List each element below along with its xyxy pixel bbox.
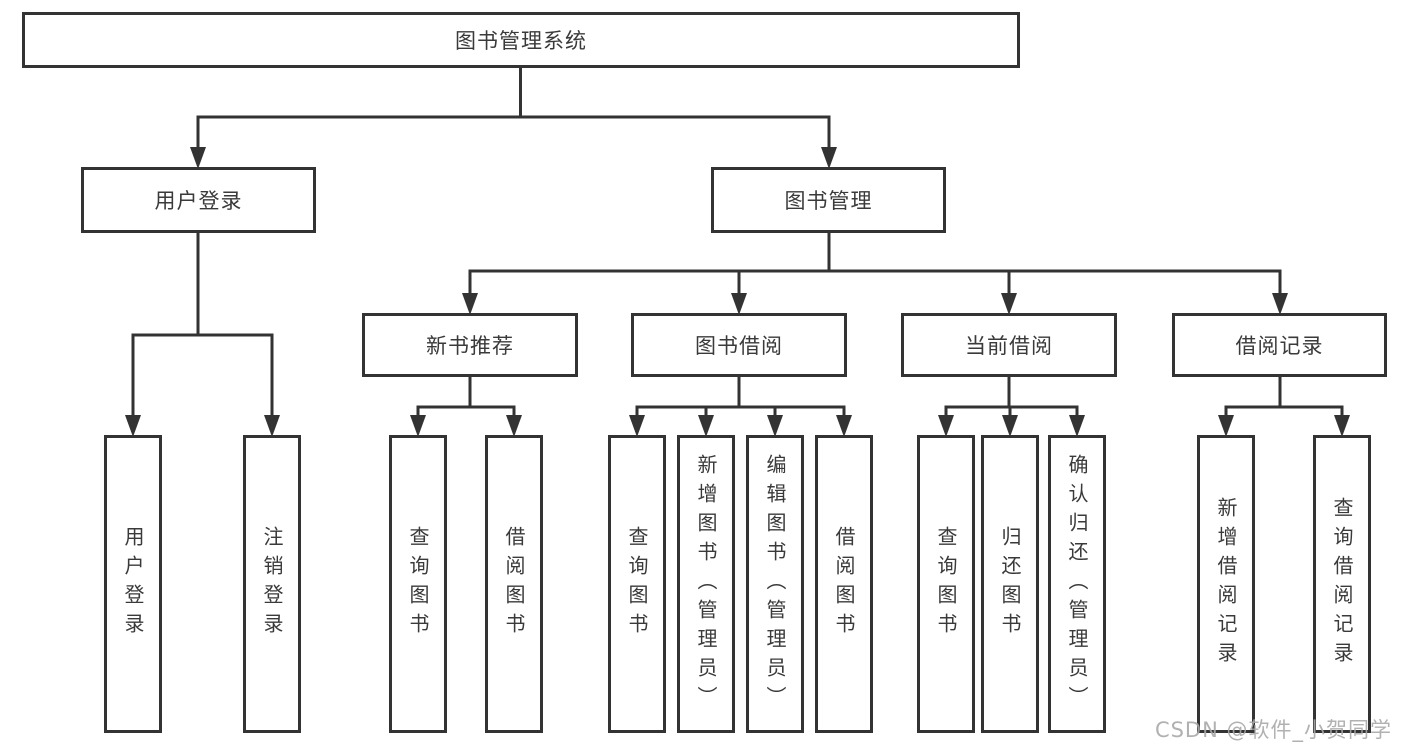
edge-borrow-record-to-leaves [1224, 377, 1344, 420]
leaf-query-borrow-record: 查询借阅记录 [1313, 435, 1371, 733]
node-book-borrowing: 图书借阅 [631, 313, 847, 377]
leaf-borrow-books: 借阅图书 [815, 435, 873, 733]
node-label: 借阅图书 [832, 526, 856, 642]
leaf-logout: 注销登录 [243, 435, 301, 733]
leaf-return-books: 归还图书 [981, 435, 1039, 733]
node-user-login: 用户登录 [81, 167, 316, 233]
edge-book-borrow-to-leaves [635, 377, 846, 420]
node-label: 新增图书（管理员） [694, 453, 718, 715]
node-label: 确认归还（管理员） [1065, 453, 1089, 715]
node-label: 用户登录 [121, 526, 145, 642]
leaf-user-login: 用户登录 [104, 435, 162, 733]
leaf-query-books-recommend: 查询图书 [389, 435, 447, 733]
node-label: 新增借阅记录 [1214, 497, 1238, 671]
leaf-edit-book-admin: 编辑图书（管理员） [746, 435, 804, 733]
leaf-query-books-borrow: 查询图书 [608, 435, 666, 733]
leaf-borrow-books-recommend: 借阅图书 [485, 435, 543, 733]
edge-current-borrow-to-leaves [944, 377, 1079, 420]
edge-user-login-to-leaves [131, 233, 274, 420]
node-new-book-recommend: 新书推荐 [362, 313, 578, 377]
csdn-watermark: CSDN @软件_小贺同学 [1154, 718, 1392, 742]
edge-book-mgmt-to-level3 [468, 233, 1282, 298]
node-label: 图书管理系统 [455, 29, 587, 53]
node-library-system: 图书管理系统 [22, 12, 1020, 68]
arrowheads [125, 147, 1350, 437]
node-label: 借阅记录 [1235, 334, 1324, 358]
leaf-add-borrow-record: 新增借阅记录 [1197, 435, 1255, 733]
leaf-confirm-return-admin: 确认归还（管理员） [1048, 435, 1106, 733]
node-label: 图书借阅 [695, 334, 783, 358]
node-label: 编辑图书（管理员） [763, 453, 787, 715]
node-label: 用户登录 [154, 189, 243, 213]
node-label: 注销登录 [260, 526, 284, 642]
tree-edges [131, 68, 1344, 420]
node-label: 当前借阅 [965, 334, 1053, 358]
leaf-query-books-current: 查询图书 [917, 435, 975, 733]
node-label: 查询借阅记录 [1330, 497, 1354, 671]
node-label: 归还图书 [998, 526, 1022, 642]
node-label: 查询图书 [406, 526, 430, 642]
node-book-management: 图书管理 [711, 167, 946, 233]
node-label: 查询图书 [934, 526, 958, 642]
node-label: 查询图书 [625, 526, 649, 642]
node-label: 新书推荐 [426, 334, 514, 358]
leaf-add-book-admin: 新增图书（管理员） [677, 435, 735, 733]
edge-root-to-level2 [196, 68, 831, 152]
node-current-borrowing: 当前借阅 [901, 313, 1117, 377]
node-borrowing-records: 借阅记录 [1172, 313, 1387, 377]
edge-new-book-to-leaves [416, 377, 516, 420]
node-label: 借阅图书 [502, 526, 526, 642]
node-label: 图书管理 [784, 189, 873, 213]
